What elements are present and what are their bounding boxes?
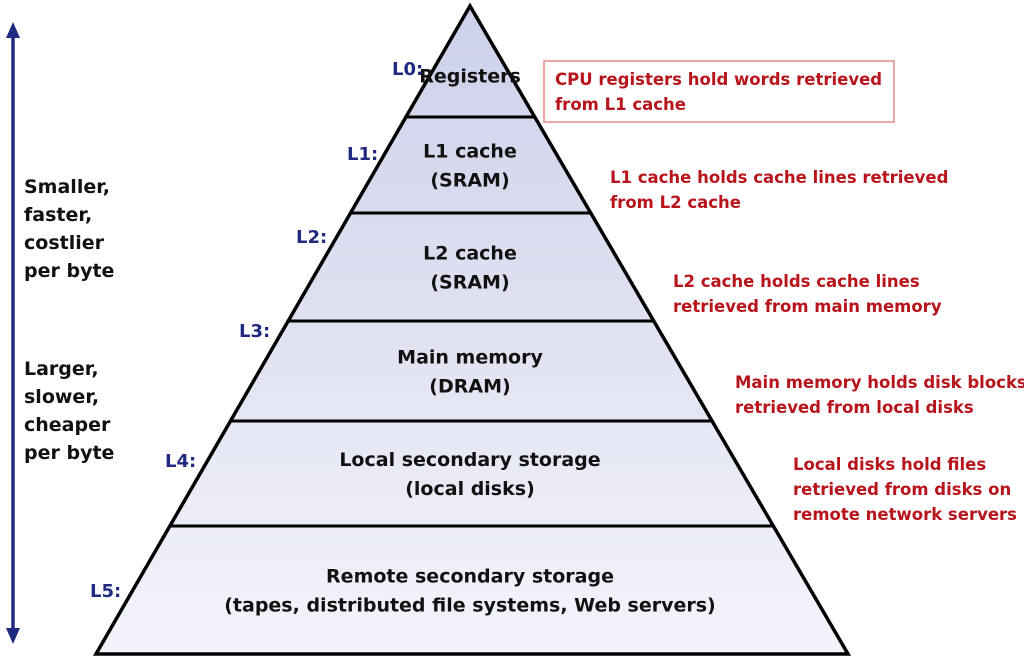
side-label-up-line: per byte <box>24 260 114 282</box>
tier-note-line: remote network servers <box>793 505 1017 524</box>
tier-dividers <box>169 115 774 528</box>
side-label-down: Larger, slower, cheaper per byte <box>24 358 114 464</box>
tier-note-line: retrieved from local disks <box>735 398 974 417</box>
scale-arrow-up-head <box>6 22 20 38</box>
tier-name-line: Remote secondary storage <box>326 566 614 588</box>
pyramid: Registers L1 cache (SRAM) L2 cache (SRAM) Mai… <box>92 2 852 656</box>
tier-note-line: L1 cache holds cache lines retrieved <box>610 168 948 187</box>
tier-note-line: from L2 cache <box>610 193 741 212</box>
pyramid-body <box>92 2 852 656</box>
tier-name-line: (SRAM) <box>430 170 509 192</box>
tier-name-line: Main memory <box>397 347 543 369</box>
tier-note-line: Local disks hold files <box>793 455 986 474</box>
scale-arrow <box>6 22 20 644</box>
tier-name-line: Local secondary storage <box>339 449 600 471</box>
level-label: L4: <box>165 451 196 472</box>
tier-note-line: CPU registers hold words retrieved <box>555 70 882 89</box>
side-label-up: Smaller, faster, costlier per byte <box>24 176 114 282</box>
tier-name-line: (local disks) <box>405 478 535 500</box>
level-label: L0: <box>392 59 423 80</box>
tier-name-line: Registers <box>419 66 521 88</box>
tier-name-line: (SRAM) <box>430 272 509 294</box>
tier-notes: CPU registers hold words retrieved from L… <box>555 70 1024 524</box>
level-label: L5: <box>90 581 121 602</box>
side-label-up-line: Smaller, <box>24 176 110 198</box>
level-label: L3: <box>239 321 270 342</box>
tier-note-line: from L1 cache <box>555 95 686 114</box>
side-label-down-line: cheaper <box>24 414 111 436</box>
level-label: L2: <box>296 227 327 248</box>
level-labels: L0: L1: L2: L3: L4: L5: <box>90 59 423 602</box>
tier-name-line: (DRAM) <box>429 376 510 398</box>
side-label-down-line: per byte <box>24 442 114 464</box>
tier-note-line: retrieved from disks on <box>793 480 1011 499</box>
tier-name-line: L2 cache <box>423 243 517 265</box>
side-label-down-line: Larger, <box>24 358 99 380</box>
side-label-down-line: slower, <box>24 386 99 408</box>
tier-labels: Registers L1 cache (SRAM) L2 cache (SRAM) Mai… <box>224 66 716 617</box>
tier-note-line: Main memory holds disk blocks <box>735 373 1024 392</box>
level-label: L1: <box>347 144 378 165</box>
tier-note-line: retrieved from main memory <box>673 297 942 316</box>
side-label-up-line: costlier <box>24 232 105 254</box>
scale-arrow-down-head <box>6 628 20 644</box>
side-label-up-line: faster, <box>24 204 92 226</box>
note-box-l0 <box>543 60 895 123</box>
tier-name-line: L1 cache <box>423 141 517 163</box>
tier-note-line: L2 cache holds cache lines <box>673 272 920 291</box>
tier-name-line: (tapes, distributed file systems, Web se… <box>224 595 716 617</box>
